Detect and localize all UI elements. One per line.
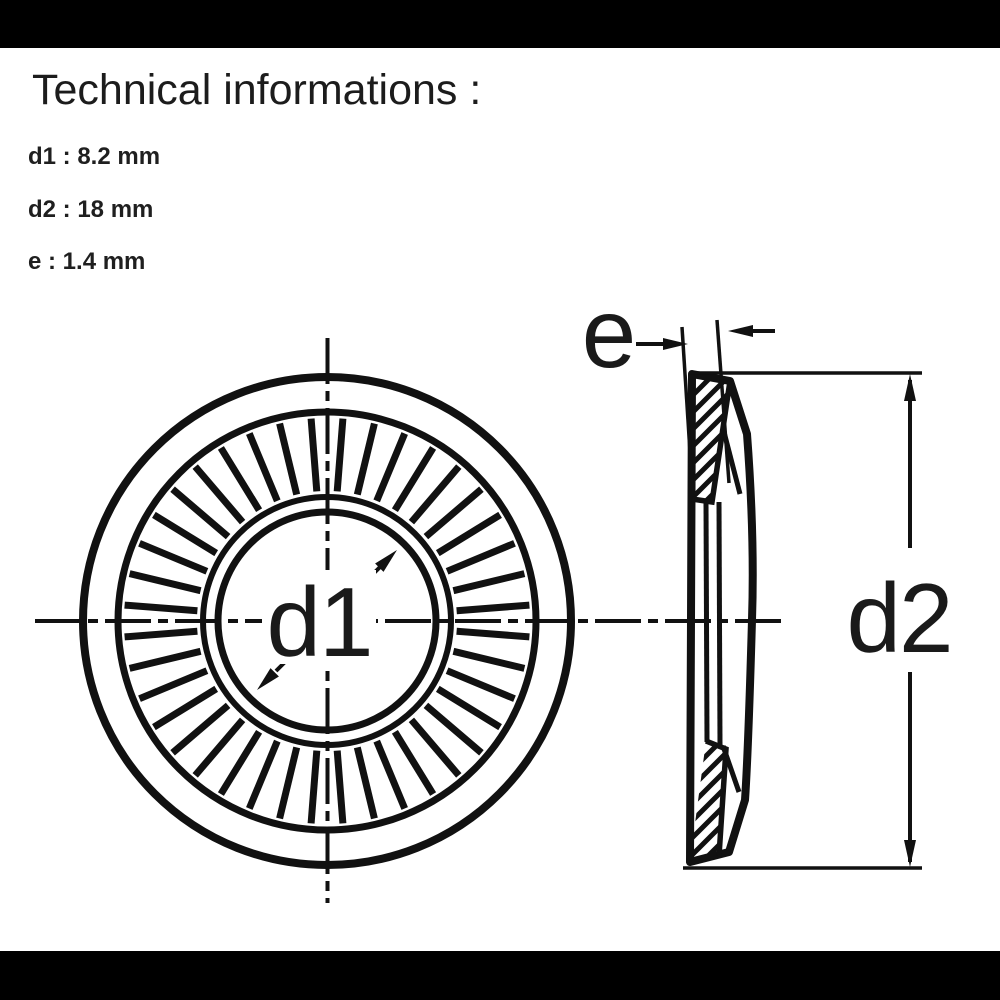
serration-tooth xyxy=(353,746,378,820)
serration-tooth xyxy=(276,422,301,496)
serration-tooth xyxy=(246,739,281,810)
serration-tooth xyxy=(307,418,321,492)
d2-label: d2 xyxy=(846,563,951,673)
d1-arrowhead-lower xyxy=(257,668,279,690)
page-title: Technical informations : xyxy=(32,66,482,114)
serration-tooth xyxy=(138,540,209,575)
serration-tooth xyxy=(124,627,198,641)
centerlines xyxy=(35,338,783,903)
bottom-letterbox-bar xyxy=(0,951,1000,1000)
top-letterbox-bar xyxy=(0,0,1000,48)
d2-arrowhead-bottom xyxy=(904,840,916,867)
serration-tooth xyxy=(333,418,347,492)
serration-tooth xyxy=(138,667,209,702)
e-label: e xyxy=(582,278,635,388)
d1-arrowhead-upper xyxy=(375,550,397,572)
lower-rim-facet-edge xyxy=(720,745,742,793)
serration-tooth xyxy=(391,446,437,513)
serration-tooth xyxy=(423,486,484,540)
lower-hatch-area xyxy=(690,741,726,861)
serration-tooth xyxy=(128,647,202,672)
serration-tooth xyxy=(445,667,516,702)
e-extension-line-right xyxy=(715,319,731,484)
serration-tooth xyxy=(408,717,462,778)
serration-tooth xyxy=(152,685,219,731)
serration-tooth xyxy=(217,446,263,513)
serration-tooth xyxy=(128,570,202,595)
serration-tooth xyxy=(445,540,516,575)
serration-tooth xyxy=(217,729,263,796)
serration-tooth xyxy=(456,601,530,615)
serration-tooth xyxy=(307,750,321,824)
serration-tooth xyxy=(333,750,347,824)
serration-tooth xyxy=(423,702,484,756)
d2-dimension xyxy=(683,371,922,870)
e-extension-line-left xyxy=(680,326,694,484)
inner-cone-edge-left xyxy=(703,501,710,743)
serration-tooth xyxy=(353,422,378,496)
serration-tooth xyxy=(124,601,198,615)
serration-tooth xyxy=(373,432,408,503)
serration-tooth xyxy=(456,627,530,641)
serration-tooth xyxy=(435,511,502,557)
serration-tooth xyxy=(170,486,231,540)
serration-tooth xyxy=(192,464,246,525)
serration-teeth xyxy=(124,418,530,824)
e-arrowhead-left xyxy=(663,338,688,350)
serration-tooth xyxy=(391,729,437,796)
serration-tooth xyxy=(246,432,281,503)
serration-tooth xyxy=(276,746,301,820)
serration-tooth xyxy=(170,702,231,756)
serration-tooth xyxy=(408,464,462,525)
inner-cone-edge-right xyxy=(716,501,723,746)
serration-tooth xyxy=(152,511,219,557)
d1-label-backplate xyxy=(262,570,376,664)
serration-tooth xyxy=(373,739,408,810)
serration-tooth xyxy=(452,570,526,595)
serration-tooth xyxy=(452,647,526,672)
upper-hatch-area xyxy=(692,374,730,502)
e-arrowhead-right xyxy=(728,325,753,337)
serration-tooth xyxy=(192,717,246,778)
spec-line-d1: d1 : 8.2 mm xyxy=(28,143,161,170)
e-dimension xyxy=(636,319,775,484)
d1-label: d1 xyxy=(266,567,371,677)
serration-tooth xyxy=(435,685,502,731)
d2-arrowhead-top xyxy=(904,374,916,401)
spec-line-e: e : 1.4 mm xyxy=(28,248,146,275)
spec-line-d2: d2 : 18 mm xyxy=(28,196,154,223)
